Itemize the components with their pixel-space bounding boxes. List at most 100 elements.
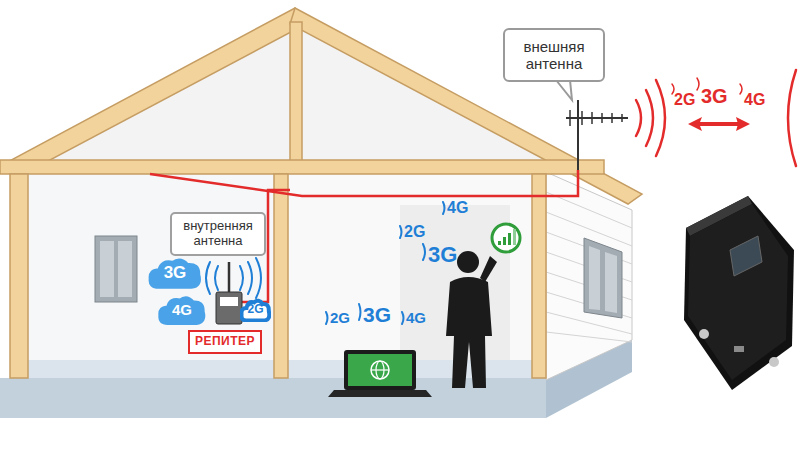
antenna-element bbox=[621, 114, 623, 122]
wave-arc bbox=[215, 266, 218, 290]
internal-antenna bbox=[228, 262, 231, 292]
node-text: внутренняя антенна bbox=[172, 219, 264, 249]
wave-arc bbox=[400, 226, 402, 238]
siding-line bbox=[546, 332, 632, 342]
wave-arc bbox=[636, 100, 641, 136]
wave-arc bbox=[788, 70, 796, 166]
wave-arc bbox=[326, 312, 328, 324]
band-label: 4G bbox=[406, 310, 426, 325]
laptop-base bbox=[328, 390, 432, 397]
wave-arc bbox=[740, 84, 742, 94]
wave-arc bbox=[248, 262, 252, 294]
node-text: 2G bbox=[247, 303, 263, 317]
siding-lines bbox=[546, 192, 632, 342]
band-label: 2G bbox=[404, 224, 425, 240]
antenna-element bbox=[611, 113, 613, 123]
left-room bbox=[28, 174, 274, 378]
antenna-callout: внутренняя антенна bbox=[170, 212, 266, 256]
left-floor bbox=[28, 360, 274, 378]
wall-post bbox=[532, 174, 546, 378]
window-pane bbox=[100, 241, 114, 297]
wave-arc bbox=[240, 266, 243, 290]
bar bbox=[508, 233, 511, 245]
person-silhouette bbox=[446, 251, 497, 388]
wave-arc bbox=[423, 244, 425, 260]
bar bbox=[503, 237, 506, 245]
wave-arc bbox=[656, 80, 665, 156]
signal-cloud: 2G bbox=[240, 298, 271, 322]
switch bbox=[734, 346, 744, 352]
side-wall bbox=[546, 172, 632, 380]
band-label: 3G bbox=[428, 244, 457, 266]
arm bbox=[480, 256, 497, 282]
globe-icon bbox=[371, 361, 389, 379]
signal-cloud: 3G bbox=[148, 257, 202, 289]
band-label: 2G bbox=[330, 310, 350, 325]
band-label: 3G bbox=[363, 304, 391, 325]
antenna-element bbox=[581, 111, 583, 125]
antenna-callout: внешняя антенна bbox=[503, 28, 605, 82]
antenna-element bbox=[591, 112, 593, 124]
band-label: 3G bbox=[701, 86, 728, 106]
wave-arc bbox=[359, 304, 361, 320]
antenna-element bbox=[569, 110, 571, 126]
band-label: 4G bbox=[447, 200, 468, 216]
connector bbox=[769, 357, 779, 367]
window-pane bbox=[605, 252, 617, 313]
red-signal-waves bbox=[636, 70, 796, 166]
repeater-label: РЕПИТЕР bbox=[188, 330, 262, 354]
band-label: 2G bbox=[674, 92, 695, 108]
ceiling-beam bbox=[0, 160, 604, 174]
node-text: РЕПИТЕР bbox=[195, 335, 255, 349]
connector bbox=[699, 329, 709, 339]
window-pane bbox=[589, 246, 600, 310]
wave-arc bbox=[206, 262, 210, 294]
window-pane bbox=[118, 241, 132, 297]
cable bbox=[150, 170, 578, 196]
device-front bbox=[688, 204, 788, 380]
node-text: 4G bbox=[172, 301, 192, 318]
antenna-elements bbox=[570, 110, 622, 126]
king-post bbox=[290, 22, 302, 162]
cloud-outline bbox=[151, 261, 199, 287]
signal-bars bbox=[498, 229, 516, 245]
wave-arc bbox=[256, 258, 261, 298]
wall-post bbox=[274, 174, 288, 378]
wave-arc bbox=[443, 202, 445, 214]
node-text: внешняя антенна bbox=[505, 38, 603, 73]
antenna-boom bbox=[566, 117, 628, 119]
cloud-outline bbox=[160, 298, 203, 323]
bar bbox=[513, 229, 516, 245]
wave-arc bbox=[672, 84, 674, 94]
body bbox=[446, 277, 492, 388]
repeater-photo bbox=[684, 196, 794, 390]
device-screen bbox=[730, 236, 762, 276]
wave-arc bbox=[402, 312, 404, 324]
roof-beam bbox=[0, 8, 306, 176]
double-arrow bbox=[688, 117, 750, 131]
device-body bbox=[684, 196, 794, 390]
head bbox=[457, 251, 479, 273]
repeater-box bbox=[216, 292, 242, 324]
callout-tail bbox=[556, 80, 572, 100]
window bbox=[584, 238, 622, 318]
signal-cloud: 4G bbox=[158, 295, 206, 325]
window bbox=[95, 236, 137, 302]
band-label: 4G bbox=[744, 92, 765, 108]
cloud-outline bbox=[241, 301, 269, 321]
laptop-display bbox=[348, 354, 412, 386]
antenna-element bbox=[601, 113, 603, 123]
arrow-left bbox=[688, 117, 738, 131]
laptop-screen bbox=[344, 350, 416, 390]
repeater-label-plate bbox=[220, 297, 238, 306]
antenna-mast bbox=[577, 100, 579, 172]
bar bbox=[498, 241, 501, 245]
signal-bubble bbox=[492, 224, 520, 252]
right-room bbox=[288, 174, 532, 378]
globe-icon bbox=[371, 369, 389, 370]
wave-arc bbox=[646, 90, 653, 146]
wave-arc bbox=[697, 78, 699, 90]
arrow-right bbox=[736, 117, 750, 131]
